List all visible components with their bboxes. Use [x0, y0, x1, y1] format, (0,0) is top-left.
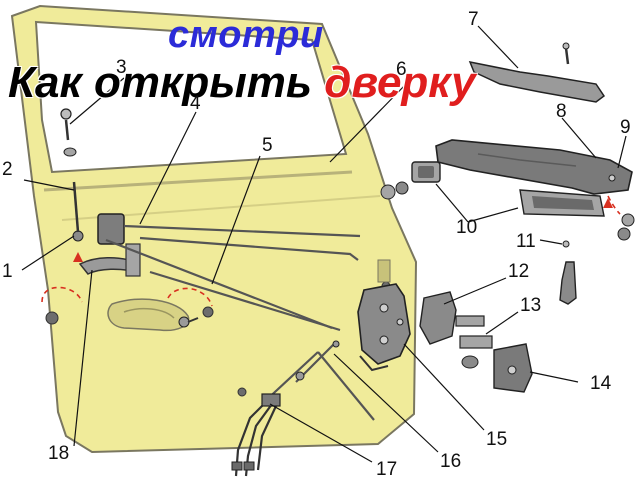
callout-12: 12: [508, 261, 530, 282]
red-arrows: [73, 198, 613, 262]
header-line-2-part-2: дверку: [324, 58, 476, 107]
callout-2: 2: [2, 159, 13, 180]
wiring-harness: [231, 393, 281, 477]
callout-13: 13: [520, 295, 542, 316]
door-lock-assembly: [357, 283, 411, 372]
outside-handle-assembly: [380, 42, 635, 241]
callout-6: 6: [396, 59, 407, 80]
callout-16: 16: [440, 451, 462, 472]
small-fasteners: [60, 108, 340, 381]
header-line-2: Как открыть дверку: [8, 58, 476, 108]
callout-7: 7: [468, 9, 479, 30]
callout-5: 5: [262, 135, 273, 156]
callout-18: 18: [48, 443, 70, 464]
header-line-2-part-1: Как открыть: [8, 58, 325, 107]
lock-cylinder-parts: [419, 240, 577, 393]
callout-11: 11: [516, 231, 536, 252]
callout-1: 1: [2, 261, 13, 282]
header-line-1: смотри: [168, 14, 324, 56]
callout-8: 8: [556, 101, 567, 122]
callout-10: 10: [456, 217, 478, 238]
dashed-detail-leaders: [41, 195, 621, 307]
callout-17: 17: [376, 459, 398, 480]
callout-3: 3: [116, 57, 127, 78]
callout-4: 4: [190, 93, 201, 114]
callout-15: 15: [486, 429, 508, 450]
callout-leader-lines: [21, 25, 627, 463]
callout-14: 14: [590, 373, 612, 394]
callout-9: 9: [620, 117, 631, 138]
